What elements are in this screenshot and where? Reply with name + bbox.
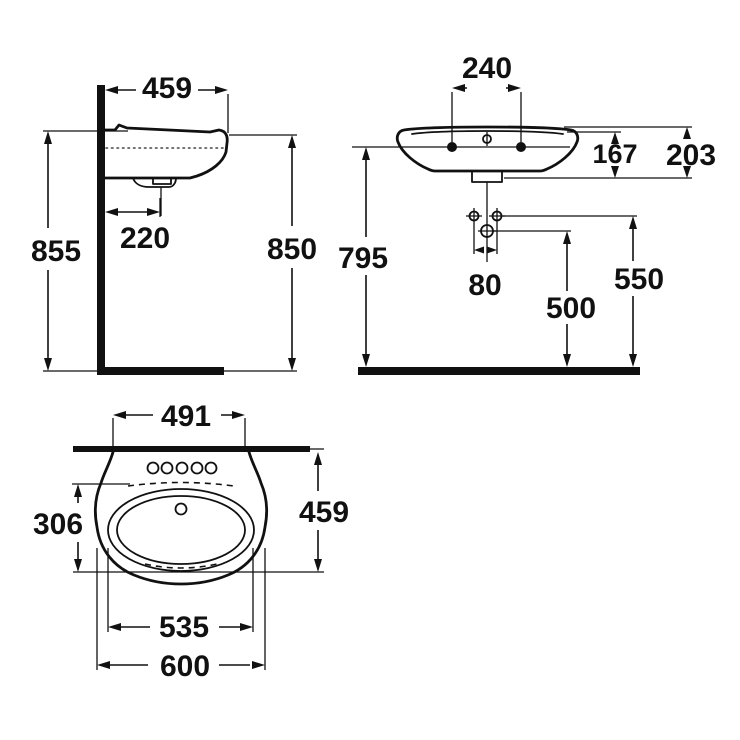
dim-front-total-depth: 203 <box>504 126 716 179</box>
arrow-left <box>105 86 118 94</box>
arrow-down <box>314 559 322 572</box>
dim-plan-overall-width: 600 <box>96 548 266 683</box>
arrow-up <box>314 452 322 465</box>
dim-label: 535 <box>159 611 209 644</box>
dim-label: 203 <box>666 139 716 172</box>
drain-inner-side <box>152 177 172 185</box>
dim-label: 850 <box>267 233 317 266</box>
dim-label: 459 <box>142 72 192 105</box>
wall-section <box>97 85 105 375</box>
dim-plan-depth: 459 <box>73 452 349 573</box>
basin-side-profile <box>103 123 229 180</box>
dim-front-hole-spacing: 80 <box>468 224 502 302</box>
dim-label: 500 <box>546 292 596 325</box>
arrow-up <box>611 132 619 144</box>
drain-boss-front <box>471 170 503 183</box>
basin-plan-outline <box>93 450 269 586</box>
front-view: 240 167 203 795 80 <box>338 52 716 375</box>
arrow-down <box>629 354 637 367</box>
hidden-edge-top <box>127 481 235 487</box>
arrow-right <box>147 208 160 216</box>
arrow-down <box>683 166 691 178</box>
arrow-right <box>252 661 265 669</box>
arrow-up <box>74 484 82 497</box>
arrow-down <box>288 358 296 371</box>
dim-plan-bowl-depth: 306 <box>33 483 130 572</box>
dim-label: 600 <box>160 650 210 683</box>
dim-plan-bowl-width: 535 <box>107 548 254 644</box>
floor-section <box>97 367 224 375</box>
dim-label: 855 <box>31 235 81 268</box>
dim-label: 220 <box>120 222 170 255</box>
arrow-down <box>563 354 571 367</box>
arrow-right <box>232 411 245 419</box>
arrow-right <box>487 246 497 254</box>
dim-label: 795 <box>338 242 388 275</box>
overflow-hole-plan <box>174 502 188 516</box>
arrow-down <box>74 559 82 572</box>
arrow-right <box>215 86 228 94</box>
drain-boss-side <box>132 177 177 188</box>
side-view: 459 855 850 220 <box>31 72 317 375</box>
dim-front-rim-height: 795 <box>338 147 388 367</box>
taphole-right <box>516 142 526 152</box>
arrow-up <box>362 147 370 160</box>
basin-front-outline <box>395 125 580 173</box>
dim-front-taphole-spacing: 240 <box>451 52 522 142</box>
rim-inner-line <box>411 130 564 135</box>
arrow-down <box>362 354 370 367</box>
dim-label: 491 <box>161 400 211 433</box>
arrow-right <box>508 84 521 92</box>
arrow-up <box>629 216 637 229</box>
taphole-row <box>146 461 218 475</box>
dim-side-front-height: 850 <box>224 134 317 372</box>
bowl-inner <box>116 495 246 565</box>
arrow-left <box>113 411 126 419</box>
dim-side-top-width: 459 <box>105 72 229 133</box>
dim-label: 306 <box>33 508 83 541</box>
arrow-left <box>474 246 484 254</box>
dim-label: 240 <box>462 52 512 85</box>
wall-line <box>73 446 310 452</box>
dim-plan-back-width: 491 <box>112 400 246 452</box>
arrow-down <box>44 358 52 371</box>
dim-label: 167 <box>592 139 637 169</box>
dim-label: 80 <box>468 269 501 302</box>
arrow-up <box>683 127 691 139</box>
dim-front-rim-depth: 167 <box>567 131 638 178</box>
dim-side-wall-height: 855 <box>31 130 128 372</box>
arrow-left <box>97 661 110 669</box>
arrow-left <box>452 84 465 92</box>
arrow-left <box>108 623 121 631</box>
arrow-left <box>105 208 118 216</box>
dim-front-fixing-height: 550 <box>503 215 664 367</box>
taphole-left <box>447 142 457 152</box>
plan-view: 491 459 306 535 <box>33 400 349 683</box>
dim-side-drain-offset: 220 <box>105 198 170 255</box>
dim-front-drain-height: 500 <box>494 230 596 367</box>
dim-label: 459 <box>299 496 349 529</box>
hidden-edge-bottom <box>144 563 218 569</box>
fixing-holes <box>466 208 505 238</box>
floor-section <box>358 367 640 375</box>
dim-label: 550 <box>614 263 664 296</box>
arrow-up <box>563 231 571 244</box>
arrow-down <box>611 166 619 178</box>
arrow-right <box>240 623 253 631</box>
arrow-up <box>44 131 52 144</box>
arrow-up <box>288 135 296 148</box>
bowl-outer <box>107 488 255 572</box>
